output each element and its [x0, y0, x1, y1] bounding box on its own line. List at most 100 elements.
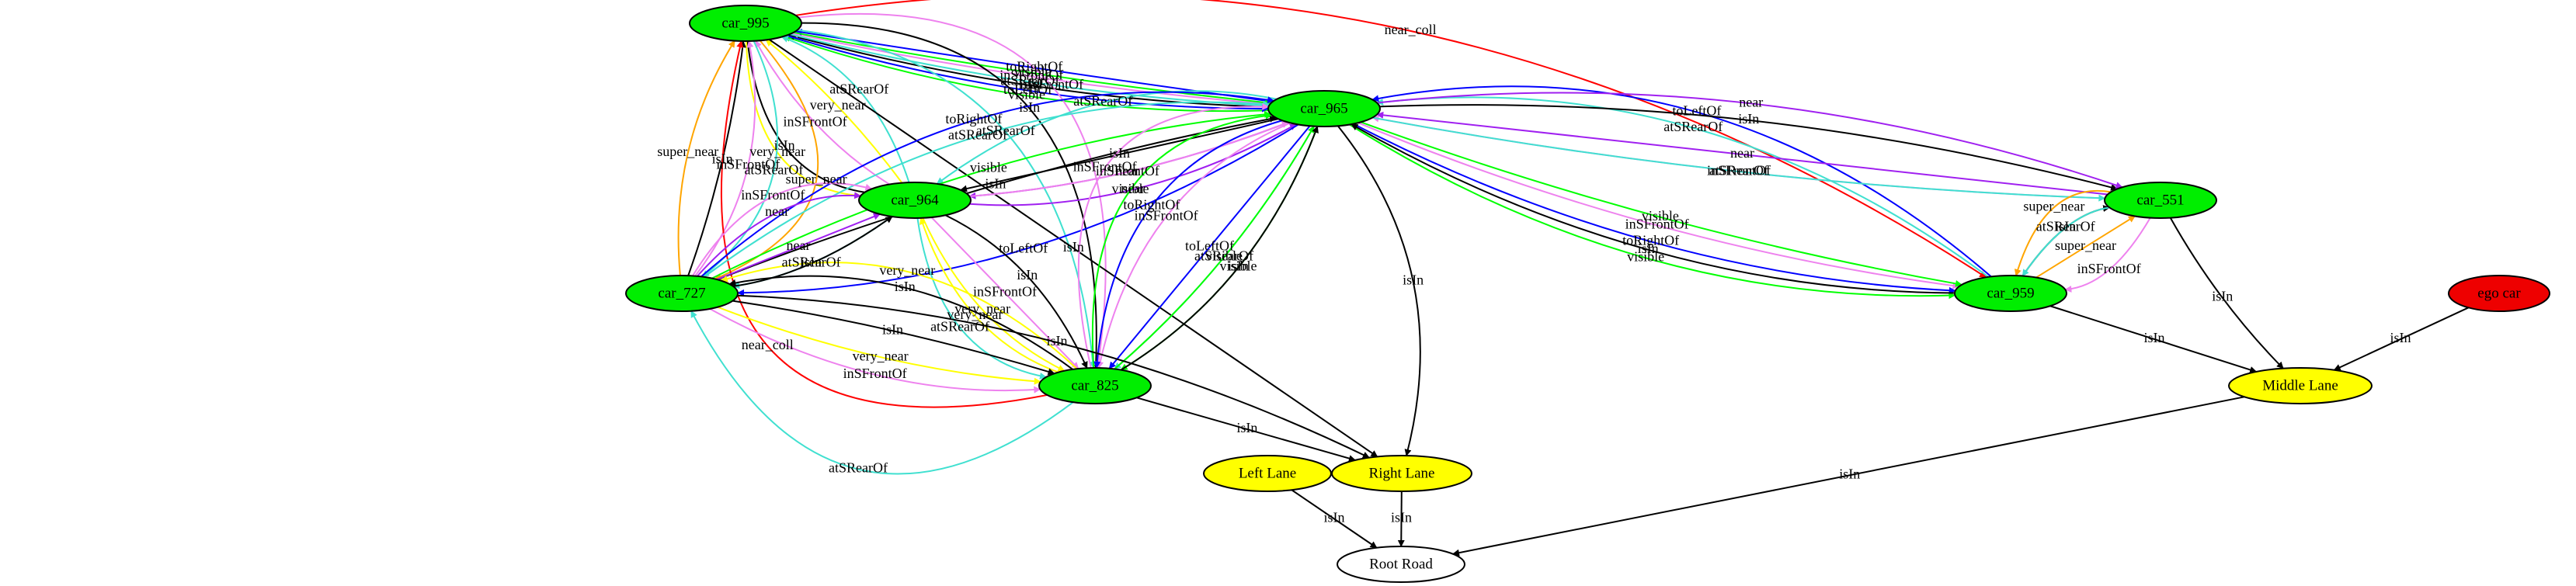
edge-car_965-car_964-isIn	[960, 118, 1279, 192]
edge-label: isIn	[1017, 267, 1038, 283]
edge-car_825-car_727-isIn	[728, 275, 1073, 370]
node-shape	[858, 182, 972, 219]
edge-car_965-car_959-visible	[1349, 123, 1956, 300]
edge-car_965-car_959-visible	[1361, 121, 1962, 287]
node-label: ego car	[2477, 285, 2521, 301]
edge-car_959-car_965-atSRearOf	[1376, 96, 1990, 278]
edge-car_964-car_825-very_near	[922, 217, 1066, 372]
edge-label: visible	[1205, 248, 1243, 264]
edge-car_825-car_727-very_near	[720, 262, 1078, 369]
edge-label: isIn	[1839, 466, 1860, 481]
edge-label: very_near	[810, 97, 866, 113]
edge-label: toLeftOf	[1672, 103, 1721, 119]
edge-label: visible	[1014, 64, 1052, 79]
edge-car_727-car_995-inSFrontOf	[694, 40, 756, 277]
edge-label: inSFrontOf	[1096, 163, 1159, 179]
edge-car_825-car_965-isIn	[1120, 125, 1319, 371]
node-car_965: car_965	[1267, 90, 1381, 127]
edge-car_965-car_551-atSRearOf	[1372, 116, 2106, 202]
edge-car_965-car_727-toLeftOf	[737, 123, 1299, 296]
edge-label: inSFrontOf	[1020, 76, 1083, 92]
edge-car_964-car_965-inSFrontOf	[969, 121, 1289, 197]
edge-car_825-car_965-visible	[1091, 112, 1273, 369]
edge-car_727-car_825-inSFrontOf	[709, 308, 1041, 394]
edge-label: atSRearOf	[930, 318, 989, 334]
edge-label: inSFrontOf	[1073, 159, 1137, 175]
edge-label: toRightOf	[945, 111, 1002, 127]
edge-label: toLeftOf	[999, 241, 1048, 256]
node-label: car_727	[658, 285, 705, 301]
edge-car_965-car_825-toLeftOf	[1108, 125, 1311, 369]
edge-label: atSRearOf	[1073, 93, 1132, 109]
node-root_road: Root Road	[1337, 546, 1465, 583]
edge-label: isIn	[1228, 258, 1249, 274]
edge-label: very_near	[947, 307, 1003, 322]
edge-car_995-car_965-visible	[793, 31, 1272, 106]
edge-label: super_near	[786, 172, 847, 187]
edge-car_964-car_995-inSFrontOf	[754, 40, 890, 186]
edge-label: atSRearOf	[1000, 73, 1059, 88]
node-shape	[1203, 455, 1332, 492]
edge-car_727-car_965-isIn	[717, 115, 1277, 281]
edge-label: near_coll	[1385, 22, 1437, 37]
edges-layer	[677, 0, 2470, 557]
node-label: Middle Lane	[2262, 377, 2338, 394]
edge-label: toLeftOf	[1003, 81, 1052, 97]
edge-label: toLeftOf	[1185, 238, 1234, 254]
edge-car_965-car_995-isIn	[787, 33, 1269, 108]
edge-car_551-car_959-atSRearOf	[2022, 206, 2110, 277]
edge-label: inSFrontOf	[2077, 261, 2141, 276]
edge-car_964-car_995-very_near	[765, 39, 903, 184]
edge-car_964-car_825-atSRearOf	[916, 217, 1047, 380]
edge-car_965-right_lane-isIn	[1337, 125, 1421, 456]
edge-car_959-middle_lane-isIn	[2049, 305, 2258, 373]
edge-label: toRightOf	[1006, 58, 1062, 74]
edge-label: inSFrontOf	[784, 113, 847, 129]
edge-label: isIn	[1047, 333, 1068, 348]
edge-ego_car-middle_lane-isIn	[2333, 307, 2470, 371]
edge-label: inSFrontOf	[999, 68, 1063, 83]
edge-car_965-car_995-inSFrontOf	[791, 31, 1271, 106]
edge-label: isIn	[895, 279, 916, 294]
edge-labels-layer: visibleisIninSFrontOftoRightOfvisibleatS…	[657, 22, 2411, 525]
node-label: Root Road	[1369, 556, 1433, 572]
edge-car_551-car_965-near	[1376, 111, 2108, 196]
edge-label: isIn	[2390, 330, 2411, 345]
node-shape	[2104, 182, 2217, 219]
edge-label: isIn	[1324, 510, 1345, 525]
edge-car_959-car_551-super_near	[2035, 215, 2136, 279]
edge-car_965-car_964-atSRearOf	[936, 90, 1278, 185]
node-car_964: car_964	[858, 182, 972, 219]
edge-label: isIn	[2055, 219, 2076, 234]
node-label: car_959	[1987, 285, 2034, 301]
edge-label: visible	[1642, 208, 1679, 224]
edge-label: isIn	[712, 151, 733, 166]
edge-label: atSRearOf	[744, 162, 803, 178]
edge-label: very_near	[853, 348, 909, 363]
node-shape	[2448, 275, 2550, 312]
edge-label: super_near	[2055, 238, 2116, 253]
node-car_995: car_995	[689, 5, 802, 42]
edge-label: atSRearOf	[1194, 248, 1253, 264]
edge-car_965-car_959-toRightOf	[1353, 123, 1956, 294]
edge-car_727-car_965-toRightOf	[700, 91, 1275, 278]
edge-car_727-car_964-inSFrontOf	[692, 182, 873, 276]
edge-car_551-car_959-super_near	[2014, 189, 2112, 276]
edge-car_965-car_959-inSFrontOf	[1358, 122, 1960, 290]
edge-label: atSRearOf	[948, 127, 1007, 143]
edge-label: atSRearOf	[976, 123, 1035, 138]
edge-label: super_near	[2023, 198, 2084, 213]
node-shape	[689, 5, 802, 42]
node-label: car_965	[1300, 100, 1347, 116]
edge-car_964-car_965-near	[969, 123, 1297, 206]
edge-car_727-car_995-super_near	[677, 40, 735, 276]
edge-label: visible	[1220, 258, 1257, 274]
edge-car_825-car_995-near_coll	[720, 40, 1048, 408]
edge-car_551-car_959-inSFrontOf	[2064, 217, 2151, 293]
edge-label: inSFrontOf	[843, 366, 907, 381]
edge-car_995-car_825-atSRearOf	[797, 29, 1097, 369]
node-shape	[1337, 546, 1465, 583]
edge-label: inSFrontOf	[741, 187, 805, 203]
edge-label: near_coll	[742, 337, 794, 352]
edge-car_995-car_825-inSFrontOf	[798, 12, 1107, 369]
